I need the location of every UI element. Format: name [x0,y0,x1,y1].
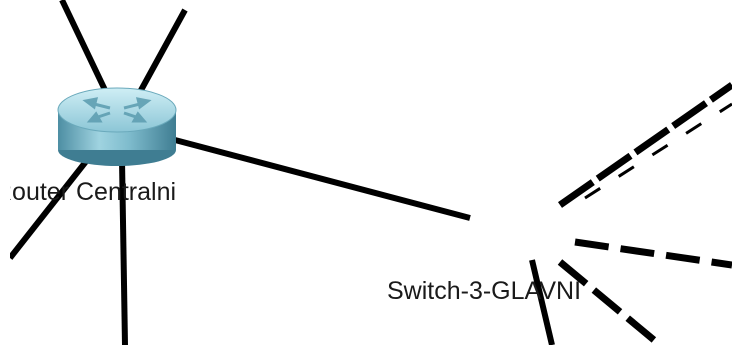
link-switch-top-right[interactable] [557,82,732,208]
link-switch-bottom-right[interactable] [557,259,663,345]
link-router-bottom-left[interactable] [7,148,98,260]
link-switch-top-right-2[interactable] [584,102,732,200]
link-router-top-right[interactable] [137,8,188,94]
switch-links [529,82,732,345]
link-router-to-switch[interactable] [174,137,471,221]
viewport-edge [0,0,10,345]
router-icon[interactable] [57,87,177,166]
switch-label[interactable]: Switch-3-GLAVNI [387,277,582,305]
router-device[interactable] [57,87,177,166]
link-switch-right[interactable] [574,238,732,269]
router-links [7,0,471,345]
link-router-top-left[interactable] [59,0,108,92]
link-switch-bottom[interactable] [529,259,555,345]
router-label[interactable]: Router Centralni [0,178,177,206]
link-router-bottom[interactable] [119,159,128,345]
